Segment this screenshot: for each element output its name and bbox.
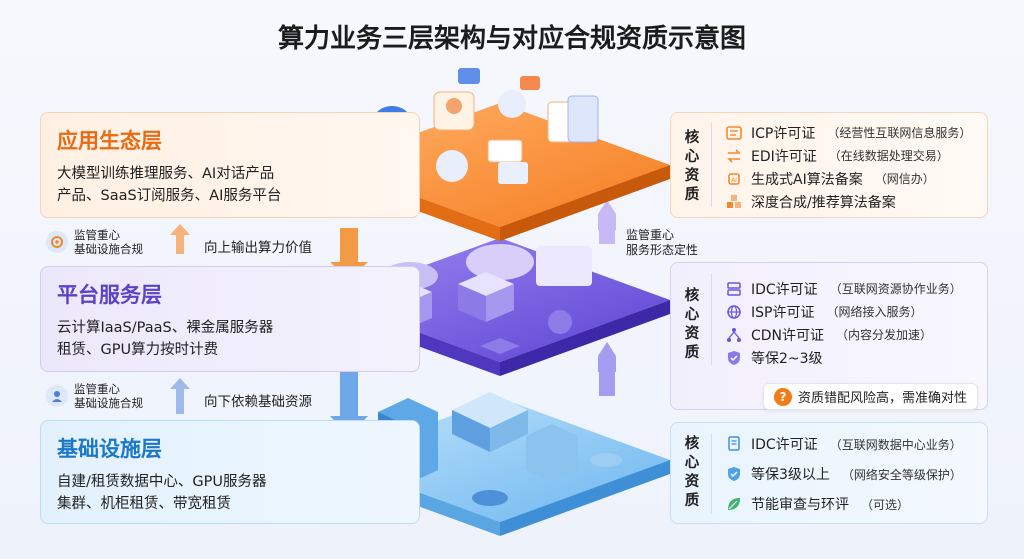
- server-icon: [725, 280, 743, 298]
- qualification-item: 等保2~3级: [725, 346, 962, 369]
- qualification-panel-app: 核心资质 ICP许可证（经营性互联网信息服务） EDI许可证（在线数据处理交易）…: [670, 112, 988, 218]
- svg-text:AI: AI: [731, 177, 737, 184]
- panel-divider: [711, 273, 712, 365]
- reg-note-upper-line1: 监管重心: [74, 228, 120, 242]
- qualification-item: 深度合成/推荐算法备案: [725, 190, 971, 213]
- reg-note-lower: 监管重心 基础设施合规: [46, 382, 143, 410]
- certificate-icon: [725, 435, 743, 453]
- cubes-icon: [725, 193, 743, 211]
- layer-title-platform: 平台服务层: [57, 283, 162, 307]
- network-icon: [725, 326, 743, 344]
- qualification-item: ISP许可证（网络接入服务）: [725, 300, 962, 323]
- page-title: 算力业务三层架构与对应合规资质示意图: [277, 24, 746, 54]
- user-shield-icon: [46, 385, 68, 407]
- layer-card-platform: 平台服务层 云计算IaaS/PaaS、裸金属服务器 租赁、GPU算力按时计费: [40, 266, 420, 372]
- flow-label-down: 向下依赖基础资源: [204, 394, 312, 410]
- layer-desc-app-line2: 产品、SaaS订阅服务、AI服务平台: [57, 188, 282, 204]
- panel-divider: [711, 123, 712, 207]
- globe-icon: [725, 303, 743, 321]
- ai-chip-icon: AI: [725, 170, 743, 188]
- exchange-icon: [725, 147, 743, 165]
- up-arrow-icon: [170, 378, 190, 414]
- leaf-icon: [725, 495, 743, 513]
- license-icon: [725, 124, 743, 142]
- flow-arrows: [330, 200, 616, 436]
- core-qualification-label: 核心资质: [684, 130, 700, 203]
- layer-desc-infra-line1: 自建/租赁数据中心、GPU服务器: [57, 474, 267, 490]
- layer-desc-platform-line2: 租赁、GPU算力按时计费: [57, 342, 219, 358]
- mid-reg-note: 监管重心 服务形态定性: [626, 228, 698, 258]
- reg-note-upper-line2: 基础设施合规: [74, 242, 143, 256]
- layer-title-infra: 基础设施层: [57, 437, 162, 461]
- mid-reg-note-line2: 服务形态定性: [626, 243, 699, 257]
- layer-desc-infra-line2: 集群、机柜租赁、带宽租赁: [57, 496, 231, 512]
- qualification-item: ICP许可证（经营性互联网信息服务）: [725, 121, 971, 144]
- flow-label-up: 向上输出算力价值: [204, 240, 312, 256]
- qualification-item: IDC许可证（互联网资源协作业务）: [725, 277, 962, 300]
- layer-desc-app-line1: 大模型训练推理服务、AI对话产品: [57, 166, 275, 182]
- risk-warning-text: 资质错配风险高，需准确对性: [798, 391, 968, 406]
- mid-reg-note-line1: 监管重心: [626, 228, 675, 242]
- reg-note-lower-line1: 监管重心: [74, 382, 120, 396]
- up-arrow-icon: [170, 224, 190, 254]
- panel-divider: [711, 433, 712, 513]
- layer-desc-platform-line1: 云计算IaaS/PaaS、裸金属服务器: [57, 320, 274, 336]
- shield-check-icon: [725, 465, 743, 483]
- qualification-item: 节能审查与环评（可选）: [725, 489, 962, 519]
- qualification-panel-infra: 核心资质 IDC许可证（互联网数据中心业务） 等保3级以上（网络安全等级保护） …: [670, 422, 988, 524]
- qualification-item: IDC许可证（互联网数据中心业务）: [725, 429, 962, 459]
- qualification-item: CDN许可证（内容分发加速）: [725, 323, 962, 346]
- core-qualification-label: 核心资质: [684, 288, 700, 361]
- layer-title-app: 应用生态层: [57, 129, 162, 153]
- qualification-item: 等保3级以上（网络安全等级保护）: [725, 459, 962, 489]
- core-qualification-label: 核心资质: [684, 436, 700, 509]
- settings-shield-icon: [46, 231, 68, 253]
- qualification-item: EDI许可证（在线数据处理交易）: [725, 144, 971, 167]
- shield-icon: [725, 349, 743, 367]
- layer-card-infra: 基础设施层 自建/租赁数据中心、GPU服务器 集群、机柜租赁、带宽租赁: [40, 420, 420, 524]
- risk-warning-badge: ? 资质错配风险高，需准确对性: [763, 383, 979, 410]
- qualification-panel-platform: 核心资质 IDC许可证（互联网资源协作业务） ISP许可证（网络接入服务） CD…: [670, 262, 988, 410]
- warning-icon: ?: [774, 387, 792, 406]
- reg-note-lower-line2: 基础设施合规: [74, 396, 143, 410]
- qualification-item: AI 生成式AI算法备案（网信办）: [725, 167, 971, 190]
- layer-card-app: 应用生态层 大模型训练推理服务、AI对话产品 产品、SaaS订阅服务、AI服务平…: [40, 112, 420, 218]
- reg-note-upper: 监管重心 基础设施合规: [46, 228, 143, 256]
